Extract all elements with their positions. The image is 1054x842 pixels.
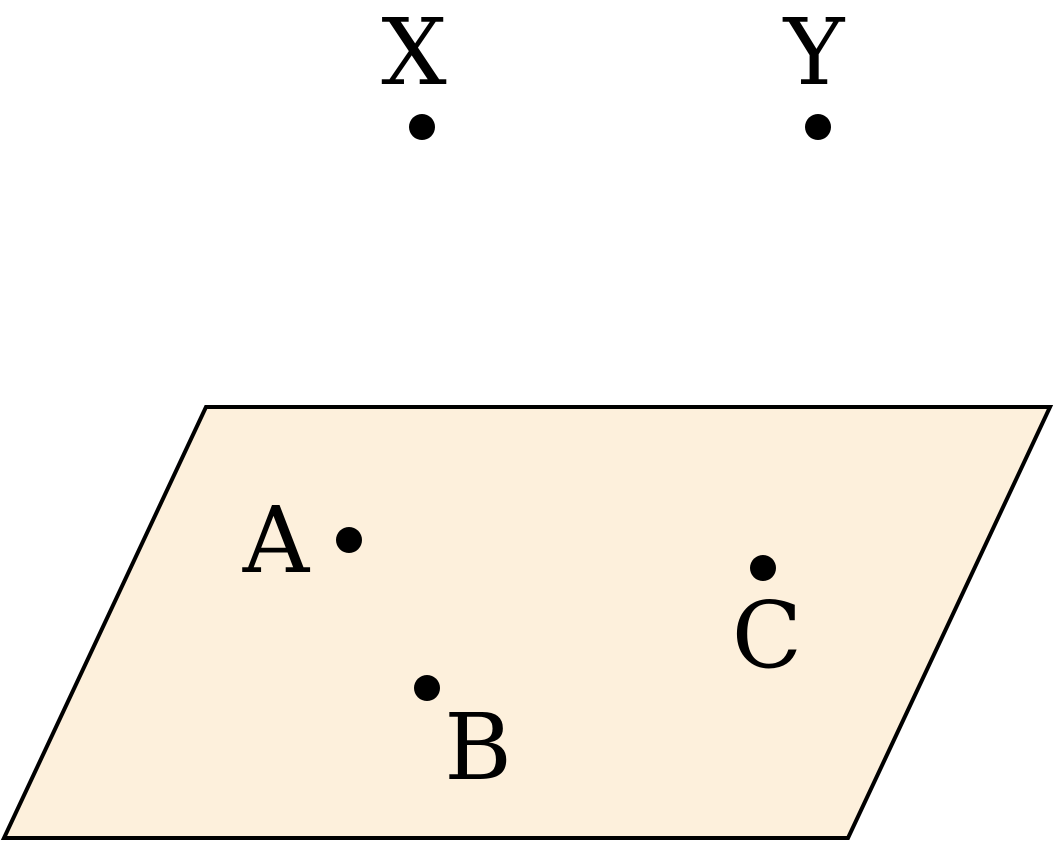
point-x-dot <box>409 114 435 140</box>
point-b-dot <box>414 675 440 701</box>
point-a-dot <box>336 527 362 553</box>
point-x-label: X <box>381 0 447 106</box>
point-x: X <box>381 0 447 140</box>
point-b: B <box>414 675 512 801</box>
plane-parallelogram <box>0 405 1054 840</box>
point-c: C <box>732 555 802 689</box>
point-c-dot <box>750 555 776 581</box>
point-b-label: B <box>444 694 512 801</box>
point-a-label: A <box>242 487 311 594</box>
point-y-dot <box>805 114 831 140</box>
point-y: Y <box>782 0 846 140</box>
point-c-label: C <box>732 582 802 689</box>
point-y-label: Y <box>782 0 846 106</box>
point-a: A <box>242 487 362 594</box>
